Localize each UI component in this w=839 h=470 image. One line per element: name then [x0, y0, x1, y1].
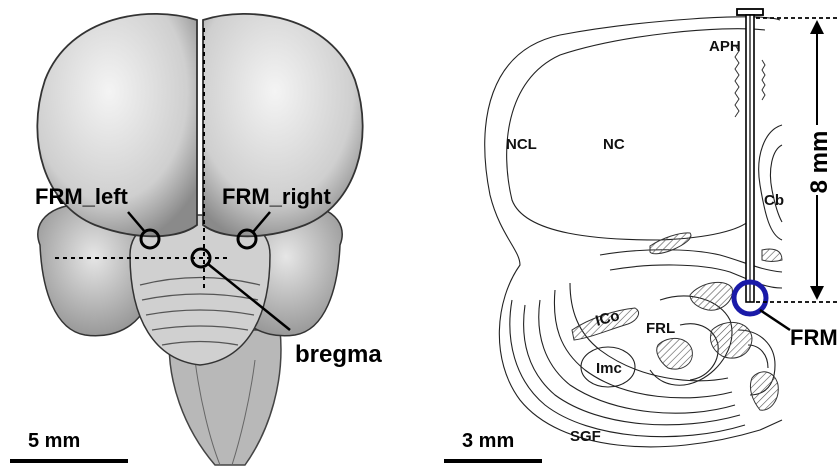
- left-scale-label: 5 mm: [28, 430, 80, 452]
- region-sgf: SGF: [570, 428, 601, 445]
- brain-dorsal-view: FRM_left FRM_right bregma 5 mm: [10, 14, 382, 465]
- hatch-right-band: [762, 249, 782, 261]
- depth-arrow-top: [810, 20, 824, 34]
- telencephalon-inner: [507, 29, 765, 240]
- depth-label: 8 mm: [806, 131, 833, 194]
- bregma-label: bregma: [295, 341, 382, 368]
- region-imc: Imc: [596, 360, 622, 377]
- hatch-lower-right: [750, 372, 778, 410]
- section-outline-outer: [485, 17, 782, 447]
- frm-target-leader: [760, 310, 790, 330]
- right-scale-label: 3 mm: [462, 430, 514, 452]
- region-frl: FRL: [646, 320, 675, 337]
- region-aph: APH: [709, 38, 741, 55]
- region-ncl: NCL: [506, 136, 537, 153]
- hatch-lower-left: [657, 338, 693, 369]
- hatch-frm-core: [710, 322, 752, 358]
- region-nc: NC: [603, 136, 625, 153]
- region-cb: Cb: [764, 192, 784, 209]
- hatch-mid: [690, 282, 732, 310]
- depth-arrow-bottom: [810, 286, 824, 300]
- coronal-section: [485, 17, 782, 447]
- electrode: [737, 9, 763, 302]
- electrode-cap: [737, 9, 763, 15]
- frm-target-label: FRM: [790, 325, 838, 350]
- frm-right-label: FRM_right: [222, 184, 331, 209]
- frm-left-label: FRM_left: [35, 184, 129, 209]
